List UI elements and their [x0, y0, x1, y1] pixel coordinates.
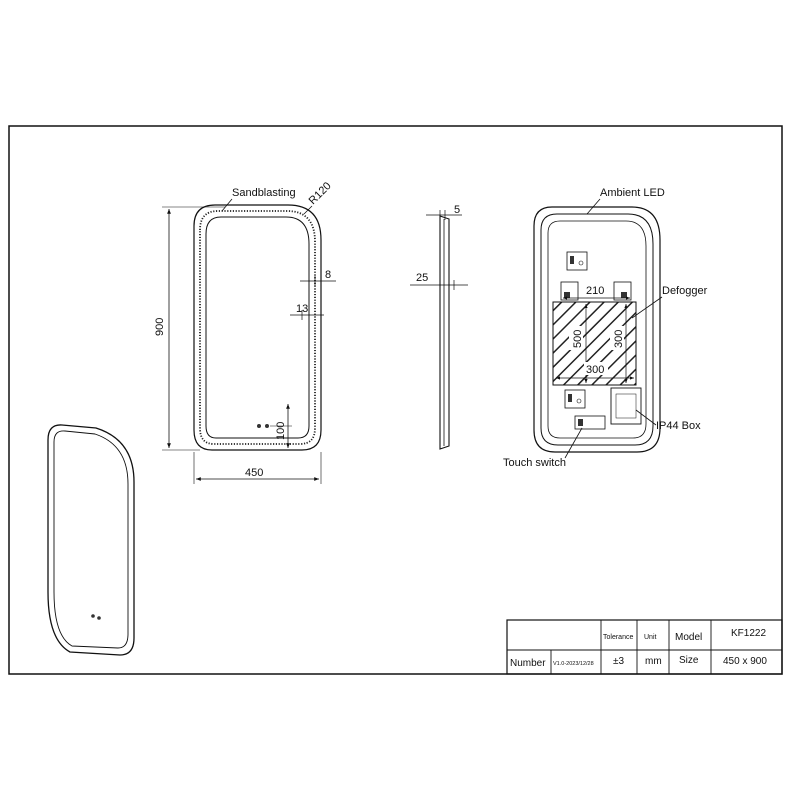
sandblasting-leader: [221, 198, 233, 212]
height-dimension: 900: [154, 318, 166, 336]
dim-25: 25: [416, 272, 428, 284]
ambient-led-leader: [586, 198, 601, 215]
mirror-outline: [193, 204, 322, 451]
model-value: KF1222: [731, 628, 766, 639]
dim-210: 210: [586, 285, 604, 297]
ip44-leader: [635, 409, 657, 426]
touch-switch-label: Touch switch: [503, 457, 566, 469]
perspective-mirror-inner: [53, 430, 129, 649]
dim-300-vertical: 300: [613, 330, 625, 348]
radius-label: R120: [307, 180, 334, 207]
side-view: 5 25: [410, 204, 468, 450]
touch-switch-module: [574, 415, 606, 430]
dim-13: 13: [296, 303, 308, 315]
dim-210-bg: [584, 284, 608, 296]
touch-dot-right: [265, 424, 269, 428]
radius-leader: [303, 205, 313, 215]
defogger-leader: [631, 296, 663, 319]
size-value: 450 x 900: [723, 656, 767, 667]
number-label: Number: [510, 658, 546, 669]
bracket-bottom: [564, 389, 586, 409]
version-value: V1.0-2023/12/28: [553, 661, 594, 667]
tolerance-header: Tolerance: [603, 634, 633, 641]
width-dimension: 450: [245, 467, 263, 479]
bracket-top: [566, 251, 588, 271]
perspective-touch-dot-1: [91, 614, 95, 618]
tolerance-value: ±3: [613, 656, 624, 667]
dim-8: 8: [325, 269, 331, 281]
unit-value: mm: [645, 656, 662, 667]
touch-switch-chip: [578, 419, 583, 426]
size-header: Size: [679, 655, 699, 666]
title-block: Tolerance Unit Model KF1222 Number V1.0-…: [506, 619, 783, 675]
touch-dot-left: [257, 424, 261, 428]
back-outer-outline: [533, 206, 661, 453]
side-profile: [439, 215, 450, 450]
back-view: 210 500 300 300 Ambient LED Defogger IP4…: [503, 187, 708, 469]
bracket-mid-right: [613, 281, 632, 301]
dim-500: 500: [572, 330, 584, 348]
model-header: Model: [675, 632, 702, 643]
sandblast-band: [199, 210, 316, 445]
back-panel: [547, 220, 647, 439]
perspective-mirror-outer: [47, 424, 135, 656]
back-inner-outline: [540, 213, 654, 446]
ip44-box: [610, 387, 642, 425]
ip44-box-label: IP44 Box: [656, 420, 701, 432]
bracket-mid-left: [560, 281, 579, 301]
sandblasting-label: Sandblasting: [232, 187, 296, 199]
dim-300-vertical-bg: [610, 326, 624, 350]
dim-500-bg: [569, 326, 583, 350]
drawing-border: [8, 125, 783, 675]
perspective-view: [47, 424, 135, 656]
dim-300-horizontal: 300: [586, 364, 604, 376]
touch-switch-leader: [564, 427, 583, 459]
perspective-touch-dot-2: [97, 616, 101, 620]
title-block-frame: [506, 619, 783, 675]
dim-300-horizontal-bg: [584, 362, 608, 375]
ambient-led-label: Ambient LED: [600, 187, 665, 199]
front-view: Sandblasting R120 900 450 8 13 100: [154, 180, 336, 484]
defogger-label: Defogger: [662, 285, 708, 297]
dim-100: 100: [275, 422, 287, 440]
unit-header: Unit: [644, 634, 657, 641]
dim-5: 5: [454, 204, 460, 216]
ip44-box-inner: [615, 393, 637, 419]
mirror-inner-edge: [205, 216, 310, 439]
